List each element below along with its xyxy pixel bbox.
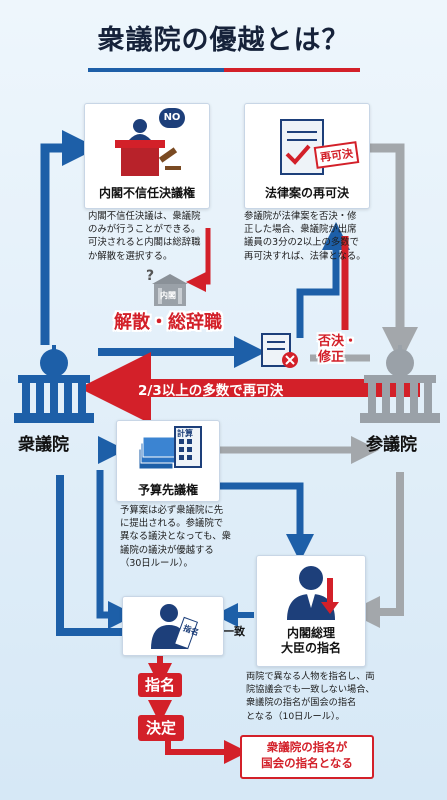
arrow-repass-to-upper [368,143,418,363]
arrow-noconfidence-result [186,228,211,292]
desc-line: 議院の議決が優越する [120,544,214,556]
arrow-lower-to-noconfidence [40,130,98,345]
final-line: 国会の指名となる [261,756,353,770]
veto-label: 否決・ 修正 [318,334,358,365]
no-confidence-card: NO 内閣不信任決議権 [84,103,210,209]
re-pass-stamp: 再可決 [313,141,360,169]
podium-icon [115,119,181,176]
budget-card: 計算 予算先議権 [116,420,220,502]
desc-line: （30日ルール）。 [120,557,193,569]
money-calculator-icon [138,426,202,470]
result-label: 解散・総辞職 [114,312,222,333]
budget-desc: 予算案は必ず衆議院に先 に提出される。参議院で 異なる議決となっても、衆 議院の… [120,504,248,570]
two-thirds-label: 2/3以上の多数で再可決 [138,383,284,399]
arrow-lower-to-pmtag [96,470,136,629]
cabinet-label: 内閣 [160,291,176,300]
arrow-to-final [165,740,248,764]
decide-step: 決定 [138,715,184,741]
desc-line: 正した場合、衆議院が出席 [244,224,357,236]
calc-label: 計算 [177,429,193,438]
final-result-box: 衆議院の指名が 国会の指名となる [240,735,374,779]
desc-line: 可決されると内閣は総辞職 [88,237,201,249]
desc-line: 衆議院の指名が国会の指名 [246,697,357,709]
bill-rejected-icon [261,333,298,368]
upper-house-label: 参議院 [366,435,417,455]
desc-line: 院協議会でも一致しない場合、 [246,684,375,696]
budget-title: 予算先議権 [137,483,198,497]
pm-card: 内閣総理 大臣の指名 [256,555,366,667]
cabinet-building-icon [152,274,188,306]
nominee-person-icon [151,604,199,650]
desc-line: 参議院が法律案を否決・修 [244,211,357,222]
arrow-bill-to-repass [296,222,350,338]
lower-house-building [14,345,94,423]
no-confidence-title: 内閣不信任決議権 [98,186,195,200]
final-line: 衆議院の指名が [266,740,348,754]
desc-line: 予算案は必ず衆議院に先 [120,505,224,516]
desc-line: のみが行うことができる。 [88,224,201,236]
desc-line: 両院で異なる人物を指名し、両 [246,671,375,682]
pm-title: 内閣総理 大臣の指名 [257,626,365,656]
pm-title-line: 大臣の指名 [280,641,341,655]
desc-line: に提出される。参議院で [120,518,224,530]
desc-line: となる（10日ルール）。 [246,710,345,722]
no-badge: NO [159,108,185,128]
title-underline [88,68,360,72]
re-pass-title: 法律案の再可決 [264,186,349,200]
arrow-lower-left [56,475,122,636]
desc-line: 再可決すれば、法律となる。 [244,250,366,262]
nominee-card: 指名 [122,596,224,656]
desc-line: 異なる議決となっても、衆 [120,531,231,543]
desc-line: 内閣不信任決議は、衆議院 [88,211,201,222]
nominate-step: 指名 [138,673,182,697]
page-title: 衆議院の優越とは？ [97,25,350,56]
lower-house-label: 衆議院 [18,435,69,455]
arrow-budget-down [220,482,314,562]
pm-title-line: 内閣総理 [286,626,335,640]
pm-desc: 両院で異なる人物を指名し、両 院協議会でも一致しない場合、 衆議院の指名が国会の… [246,670,446,723]
upper-house-building [360,345,440,423]
arrow-upper-to-pm [348,472,404,628]
question-icon: ? [146,268,155,284]
desc-line: か解散を選択する。 [88,250,173,262]
re-pass-desc: 参議院が法律案を否決・修 正した場合、衆議院が出席 議員の3分の2以上の多数で … [244,210,378,263]
desc-line: 議員の3分の2以上の多数で [244,237,360,249]
re-pass-card: 再可決 法律案の再可決 [244,103,370,209]
no-confidence-desc: 内閣不信任決議は、衆議院 のみが行うことができる。 可決されると内閣は総辞職 か… [88,210,216,263]
pm-person-icon [287,566,339,620]
